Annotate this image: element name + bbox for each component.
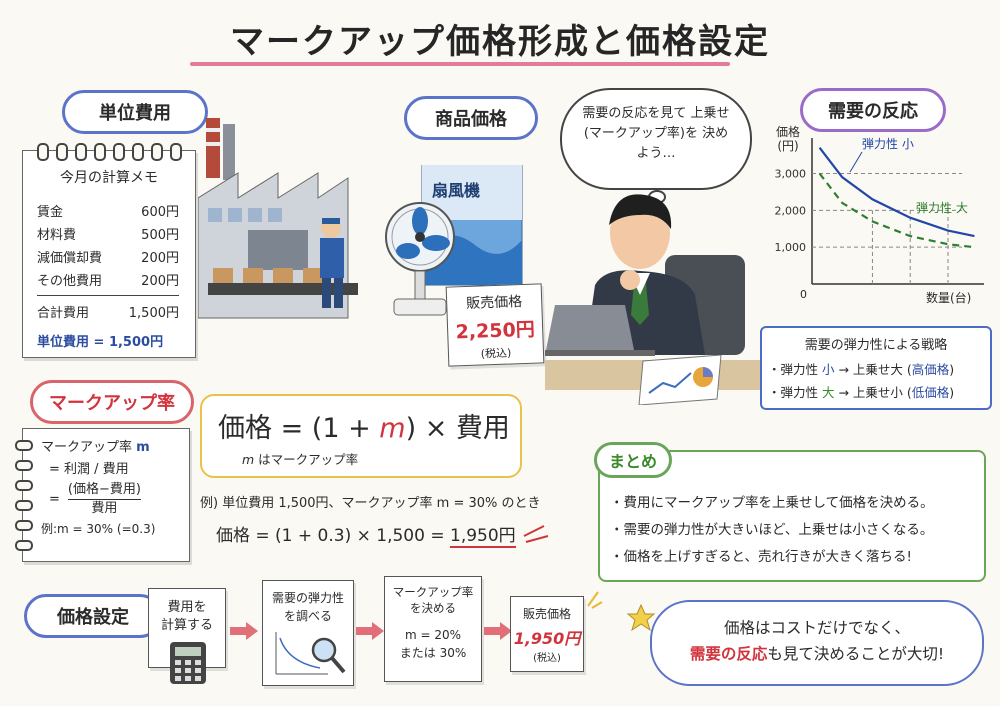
- step-card-price: 販売価格 1,950円 (税込): [510, 596, 584, 672]
- thought-text: 需要の反応を見て 上乗せ(マークアップ率)を 決めよう…: [582, 106, 730, 161]
- markup-def-line: = 利潤 / 費用: [49, 462, 129, 477]
- chart-ylabel: 価格(円): [776, 125, 801, 153]
- chart-series-line: [818, 147, 975, 238]
- chart-xlabel: 数量(台): [926, 291, 972, 305]
- strategy-line: ・弾力性 大 → 上乗せ小 (低価格): [768, 385, 955, 400]
- formula-sub: m はマークアップ率: [242, 452, 359, 467]
- price-tag-tax: (税込): [480, 346, 512, 361]
- memo-rings: [23, 143, 195, 161]
- step-text: 販売価格: [522, 607, 571, 621]
- chart-series-label: 弾力性 小: [862, 137, 914, 151]
- markup-example: 例:m = 30% (=0.3): [41, 522, 156, 536]
- conclusion-line: 需要の反応も見て決めることが大切!: [689, 645, 945, 663]
- markup-fraction: = (価格−費用) 費用: [49, 482, 141, 516]
- step-card-elasticity: 需要の弾力性を調べる: [262, 580, 354, 686]
- step-text: 費用を計算する: [160, 600, 213, 633]
- price-tag-value: 2,250円: [455, 318, 536, 344]
- fan-box-label: 扇風機: [432, 181, 481, 200]
- step-tax: (税込): [533, 653, 561, 664]
- chart-tick-label: 1,000: [775, 241, 807, 254]
- calculator-icon: [170, 642, 206, 684]
- formula-calc: 価格 = (1 + 0.3) × 1,500 = 1,950円: [216, 526, 516, 548]
- pricing-heading: 価格設定: [24, 594, 162, 638]
- report-chart-paper: [638, 355, 722, 405]
- factory-illustration: [198, 118, 358, 319]
- chart-tick-label: 3,000: [775, 167, 807, 180]
- strategy-box: 需要の弾力性による戦略 ・弾力性 小 → 上乗せ大 (高価格) ・弾力性 大 →…: [760, 326, 992, 410]
- magnifier-chart-icon: [275, 632, 346, 675]
- summary-item: ・費用にマークアップ率を上乗せして価格を決める。: [610, 495, 934, 511]
- chart-label-pointer: [849, 151, 863, 173]
- step-text: 需要の弾力性を調べる: [271, 591, 344, 623]
- unit-cost-line: 単位費用 = 1,500円: [37, 335, 164, 350]
- formula-result: 1,950円: [450, 526, 516, 548]
- price-tag-label: 販売価格: [465, 294, 523, 312]
- strategy-line: ・弾力性 小 → 上乗せ大 (高価格): [768, 362, 955, 377]
- step-card-markup: マークアップ率を決める m = 20%または 30%: [384, 576, 482, 682]
- strategy-title: 需要の弾力性による戦略: [804, 338, 948, 353]
- price-tag: 販売価格 2,250円 (税込): [445, 283, 545, 367]
- emphasis-marks: [523, 525, 549, 543]
- chart-series-line: [818, 172, 975, 249]
- chart-tick-label: 2,000: [775, 204, 807, 217]
- markup-note: マークアップ率 m = 利潤 / 費用 = (価格−費用) 費用 例:m = 3…: [15, 428, 190, 562]
- summary-heading: まとめ: [594, 442, 673, 478]
- star-icon: [626, 603, 656, 632]
- arrow-right-icon: [230, 622, 258, 640]
- step-text: m = 20%または 30%: [399, 628, 467, 660]
- formula-box: 価格 = (1 + m) × 費用 m はマークアップ率: [200, 394, 522, 478]
- step-price: 1,950円: [513, 629, 581, 648]
- thought-bubble: 需要の反応を見て 上乗せ(マークアップ率)を 決めよう…: [560, 88, 752, 190]
- chart-origin: 0: [800, 288, 807, 301]
- formula-example: 例) 単位費用 1,500円、マークアップ率 m = 30% のとき: [200, 496, 541, 511]
- memo-title: 今月の計算メモ: [60, 170, 158, 186]
- arrow-right-icon: [484, 622, 512, 640]
- markup-def-line: マークアップ率 m: [41, 440, 150, 455]
- chart-series-label: 弾力性 大: [916, 201, 968, 215]
- product-price-heading: 商品価格: [404, 96, 538, 140]
- summary-box: まとめ ・費用にマークアップ率を上乗せして価格を決める。 ・需要の弾力性が大きい…: [594, 442, 986, 582]
- unit-cost-heading: 単位費用: [62, 90, 208, 134]
- summary-item: ・価格を上げすぎると、売れ行きが大きく落ちる!: [610, 549, 912, 565]
- page-title: マークアップ価格形成と価格設定: [230, 22, 770, 62]
- demand-heading: 需要の反応: [800, 88, 946, 132]
- note-spiral: [15, 435, 33, 555]
- arrow-right-icon: [356, 622, 384, 640]
- markup-heading: マークアップ率: [30, 380, 194, 424]
- title-underline: [190, 62, 730, 66]
- formula-main: 価格 = (1 + m) × 費用: [218, 413, 510, 444]
- step-text: マークアップ率を決める: [392, 585, 474, 615]
- fan-illustration: [385, 165, 523, 316]
- conclusion-line: 価格はコストだけでなく、: [723, 619, 910, 637]
- conclusion-bubble: 価格はコストだけでなく、 需要の反応も見て決めることが大切!: [650, 600, 984, 686]
- sparkle-lines: [587, 591, 603, 609]
- summary-item: ・需要の弾力性が大きいほど、上乗せは小さくなる。: [610, 522, 934, 538]
